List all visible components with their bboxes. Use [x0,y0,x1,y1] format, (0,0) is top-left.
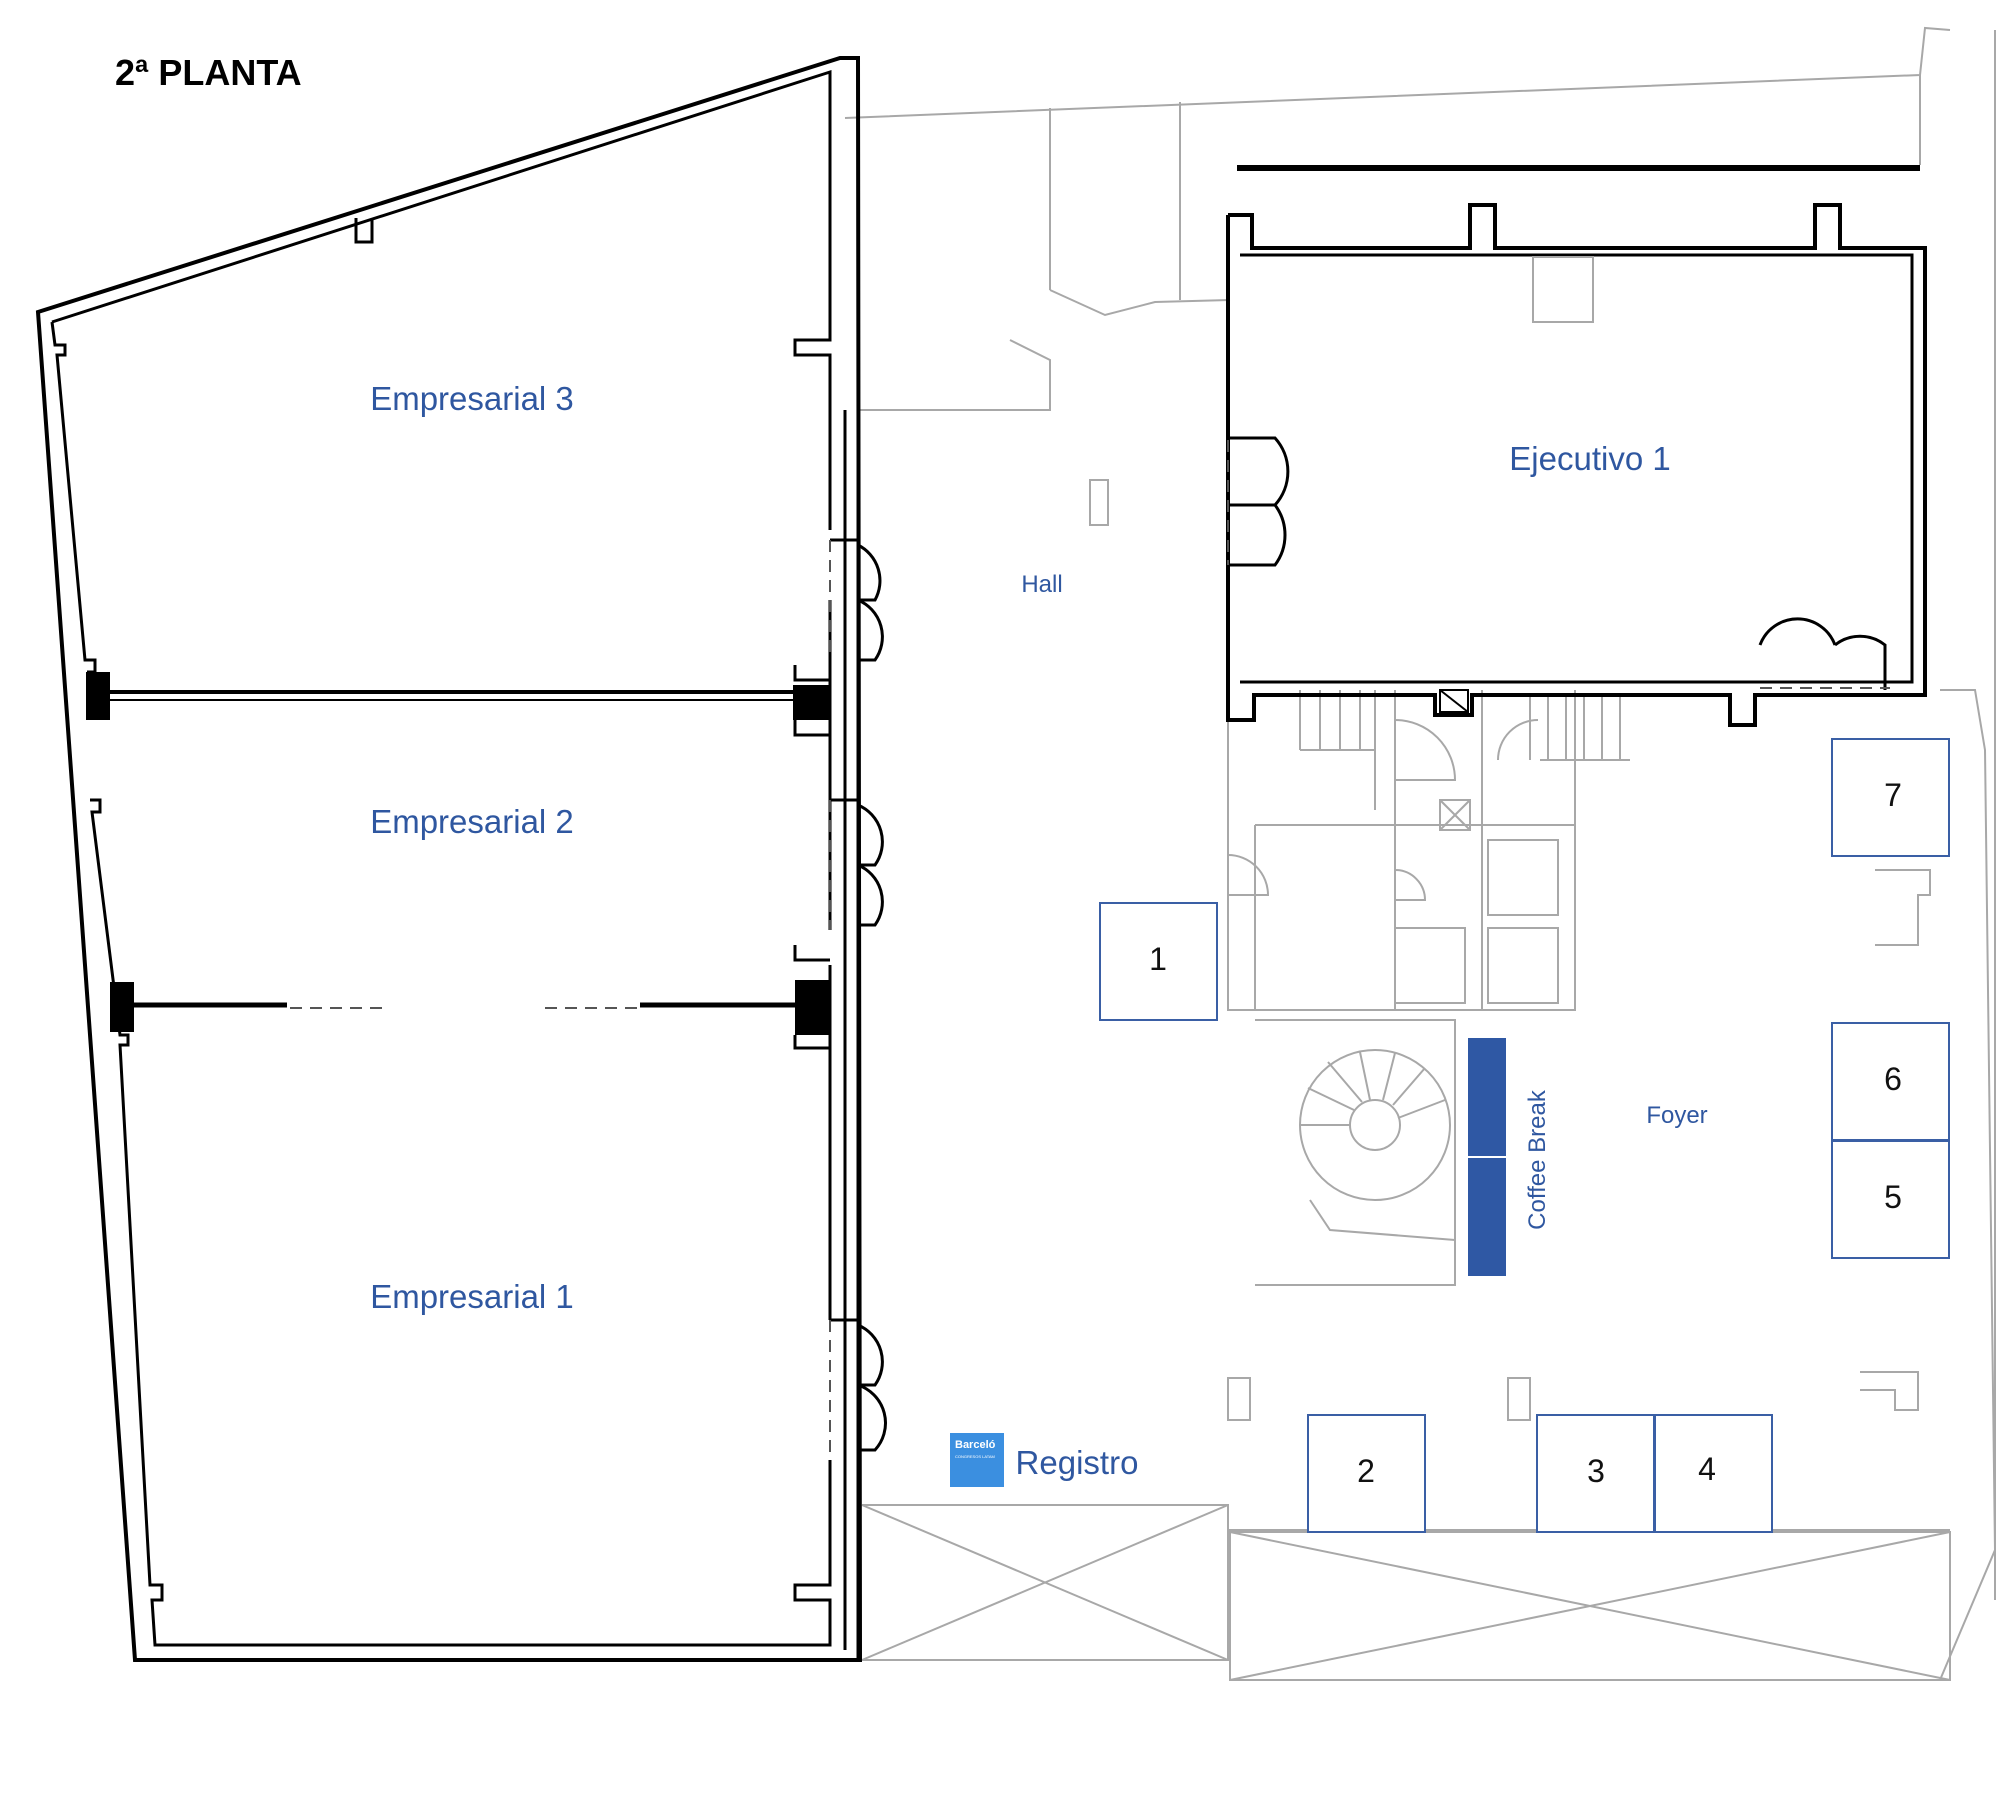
booth-6 [1831,1022,1950,1141]
booth-7-label: 7 [1884,777,1902,813]
floor-title: 2ª PLANTA [115,52,302,93]
label-coffee-break: Coffee Break [1524,1089,1551,1230]
label-empresarial-2: Empresarial 2 [370,803,574,840]
empresarial-walls [35,56,887,1662]
booth-4 [1654,1414,1773,1533]
stair-top-right [1497,695,1630,761]
booth-5-label: 5 [1884,1179,1902,1215]
booth-1 [1099,902,1218,1021]
booth-4-label: 4 [1698,1451,1716,1487]
logo-sub: CONGRESOS LATAM [955,1454,995,1459]
barcelo-logo: Barceló CONGRESOS LATAM [950,1433,1004,1487]
room-labels: Empresarial 3 Empresarial 2 Empresarial … [370,380,1707,1481]
booths: 1 2 3 4 5 6 7 [1099,738,1950,1533]
booth-5 [1831,1140,1950,1259]
ejecutivo-walls [1226,165,1927,727]
spiral-staircase [1255,1019,1456,1286]
label-ejecutivo-1: Ejecutivo 1 [1509,440,1670,477]
label-empresarial-1: Empresarial 1 [370,1278,574,1315]
label-foyer: Foyer [1646,1102,1707,1129]
booth-1-label: 1 [1149,941,1167,977]
booth-2 [1307,1414,1426,1533]
stair-top-left [1299,690,1457,781]
booth-2-label: 2 [1357,1453,1375,1489]
booth-6-label: 6 [1884,1061,1902,1097]
booth-3 [1536,1414,1655,1533]
coffee-break-counter [1468,1038,1506,1276]
booth-3-label: 3 [1587,1453,1605,1489]
label-registro: Registro [1016,1444,1139,1481]
label-hall: Hall [1021,571,1062,598]
label-empresarial-3: Empresarial 3 [370,380,574,417]
logo-brand: Barceló [955,1439,996,1451]
booth-7 [1831,738,1950,857]
